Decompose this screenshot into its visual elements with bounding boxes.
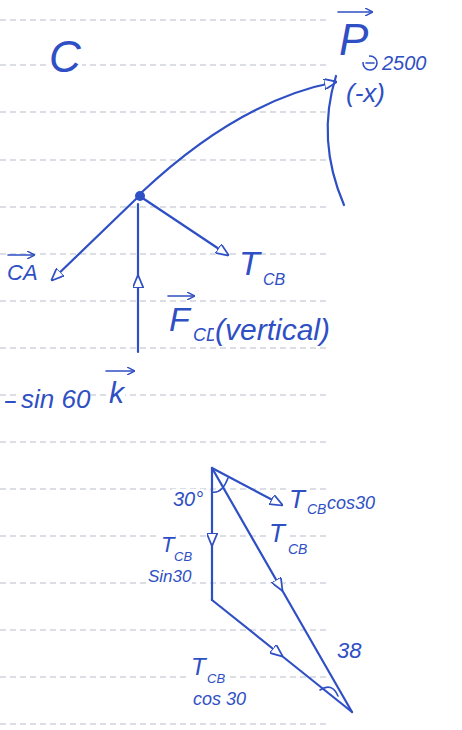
- trig-term: Sin30: [147, 568, 192, 585]
- direction-note: (vertical): [214, 315, 331, 345]
- angle-arc: [320, 687, 338, 696]
- rule-line: [0, 630, 330, 631]
- vector-mark: [8, 254, 34, 256]
- angle-label: 38: [336, 640, 362, 662]
- trig-term: sin 60: [20, 386, 91, 412]
- rule-line: [0, 677, 330, 678]
- force-name: T: [268, 520, 286, 546]
- direction-note: (-x): [345, 80, 386, 106]
- rule-line: [0, 301, 330, 302]
- ruled-lines: [0, 20, 330, 724]
- bracket: [328, 76, 344, 205]
- rule-line: [0, 160, 330, 161]
- force-ca-arrow: [52, 199, 136, 280]
- force-cd-arrow: [137, 204, 139, 352]
- minus-sign: [6, 401, 15, 403]
- rule-line: [0, 207, 330, 208]
- force-name: T: [288, 486, 306, 512]
- component-sin-arrow: [211, 468, 213, 600]
- rule-line: [0, 254, 330, 255]
- vector-mark: [168, 295, 194, 297]
- force-subscript: CB: [262, 272, 286, 288]
- vector-marks: [8, 12, 377, 371]
- rule-line: [0, 348, 330, 349]
- force-value: 2500: [381, 53, 428, 73]
- trig-term: cos 30: [192, 690, 247, 708]
- force-subscript: CA: [6, 262, 39, 284]
- angle-label: 30°: [172, 489, 204, 509]
- unit-vector: k: [108, 378, 125, 408]
- vector-mark: [106, 370, 134, 372]
- circled-minus: [366, 62, 374, 64]
- vector-mark: [338, 11, 372, 13]
- force-name: T: [190, 655, 207, 679]
- point-name: C: [48, 35, 82, 79]
- joint-point: [135, 191, 145, 201]
- force-vectors: [6, 76, 352, 712]
- force-name: F: [168, 302, 191, 336]
- rule-line: [0, 724, 330, 725]
- force-name: T: [238, 246, 261, 280]
- rule-line: [0, 442, 330, 443]
- force-p-arrow: [142, 82, 336, 192]
- rule-line: [0, 20, 330, 21]
- force-subscript: CB: [287, 542, 308, 556]
- force-subscript: CB: [306, 502, 327, 516]
- rule-line: [0, 489, 330, 490]
- force-subscript: CB: [173, 550, 193, 563]
- tension-cb-arrow: [144, 199, 228, 255]
- force-name: P: [338, 18, 369, 62]
- angle-arc: [212, 478, 228, 492]
- rule-line: [0, 112, 330, 113]
- trig-term: cos30: [326, 494, 376, 512]
- force-subscript: CB: [206, 672, 226, 685]
